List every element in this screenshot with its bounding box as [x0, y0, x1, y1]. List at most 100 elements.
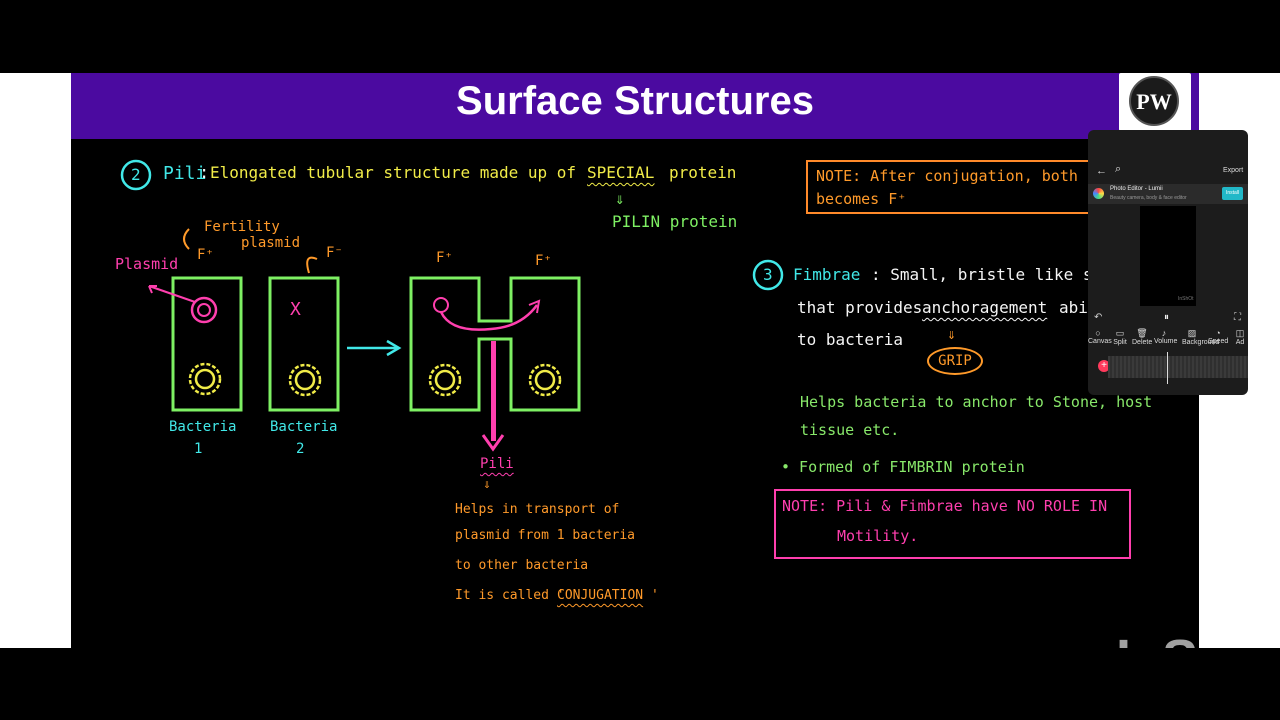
fertility-pointer [183, 228, 190, 250]
tool-volume[interactable]: ♪Volume [1154, 328, 1178, 345]
transfer-arrow-head [386, 339, 402, 357]
inshot-watermark: InShOt [1116, 628, 1199, 648]
ad-banner[interactable]: Photo Editor - Lumii Beauty camera, body… [1088, 184, 1248, 204]
pili-heading: Pili [163, 163, 207, 184]
conjugation-suffix: ' [651, 588, 659, 603]
install-button[interactable]: Install [1222, 187, 1243, 200]
note2-line-2: Motility. [837, 527, 919, 545]
fimbrae-line-2-term: anchoragement [922, 298, 1048, 317]
pili-pointer-head [481, 434, 505, 452]
pili-down-arrow: ⇓ [615, 189, 625, 208]
search-icon[interactable]: ⌕ [1115, 163, 1122, 175]
video-editor-overlay[interactable]: ← ⌕ Export Photo Editor - Lumii Beauty c… [1088, 130, 1248, 395]
note-no-motility: NOTE: Pili & Fimbrae have NO ROLE IN Mot… [774, 489, 1131, 559]
plasmid-strand [439, 304, 539, 331]
undo-icon[interactable]: ↶ [1094, 312, 1103, 323]
preview-watermark: InShOt [1178, 296, 1194, 302]
conjugation-term: CONJUGATION [557, 588, 644, 603]
timeline-track[interactable] [1108, 356, 1248, 378]
fimbrae-line-2-suffix: abi [1059, 298, 1088, 317]
tool-background[interactable]: ▨Background [1182, 328, 1220, 346]
export-button[interactable]: Export [1223, 167, 1244, 174]
plasmid-label: Plasmid [115, 255, 179, 273]
pause-icon[interactable]: ⏸ [1164, 312, 1169, 323]
pili-definition: Elongated tubular structure made up of [210, 163, 577, 182]
delete-icon: 🗑 [1136, 328, 1148, 338]
nucleoids [188, 362, 562, 397]
fimbrae-number-circle [752, 259, 784, 291]
pili-label-arrow: ⇓ [483, 477, 491, 492]
nucleoid-1 [188, 362, 222, 396]
note2-line-1: NOTE: Pili & Fimbrae have NO ROLE IN [782, 497, 1108, 515]
ad-icon: ◫ [1235, 328, 1245, 338]
conjugating-bacteria-box [409, 276, 581, 412]
fimbrin-bullet: • Formed of FIMBRIN protein [781, 458, 1025, 476]
pili-protein: protein [669, 163, 737, 182]
pili-number: 2 [131, 165, 141, 184]
plasmid-pointer [148, 285, 196, 303]
tool-volume-label: Volume [1154, 338, 1178, 345]
nucleoid-4 [528, 363, 562, 397]
bacteria-1-number: 1 [194, 441, 203, 457]
pillarbox-left [0, 73, 71, 648]
timeline-playhead[interactable] [1167, 352, 1168, 384]
pili-special: SPECIAL [587, 163, 655, 182]
bacteria-1-label: Bacteria [169, 419, 237, 435]
tool-split-label: Split [1113, 339, 1127, 346]
tool-delete-label: Delete [1132, 339, 1153, 346]
no-plasmid-mark: X [290, 299, 301, 320]
add-clip-icon[interactable]: + [1098, 360, 1110, 372]
tool-ad[interactable]: ◫Ad [1230, 328, 1248, 346]
f-minus-pointer [306, 256, 318, 274]
pili-diagram [120, 159, 784, 452]
plasmid-pointer-head [148, 285, 157, 294]
grip-arrow: ⇓ [947, 325, 957, 343]
f-plus-right-label: F⁺ [535, 253, 552, 269]
pili-colon: : [199, 163, 210, 183]
bacteria-2-number: 2 [296, 441, 305, 457]
tool-split[interactable]: ▭Split [1110, 328, 1130, 346]
tool-ad-label: Ad [1235, 339, 1245, 346]
nucleoid-3-core [434, 369, 456, 391]
fullscreen-icon[interactable]: ⛶ [1234, 312, 1241, 323]
bacteria-1-box [171, 276, 243, 412]
pw-logo-ring: PW [1129, 76, 1179, 126]
tool-speed[interactable]: ◔Speed [1208, 328, 1228, 345]
tool-delete[interactable]: 🗑Delete [1132, 328, 1152, 346]
tool-speed-label: Speed [1208, 338, 1229, 345]
note1-line-2: becomes F⁺ [816, 190, 907, 208]
fimbrae-line-2-prefix: that provides [797, 298, 923, 317]
f-minus-label: F⁻ [326, 245, 343, 261]
ad-subtitle: Beauty camera, body & face editor [1110, 195, 1187, 201]
grip-label: GRIP [927, 347, 983, 375]
fimbrae-heading: Fimbrae [793, 265, 861, 284]
transferring-plasmid [433, 297, 449, 313]
video-preview[interactable]: InShOt [1140, 206, 1196, 306]
ad-title: Photo Editor - Lumii [1110, 186, 1163, 192]
fertility-label-2: plasmid [241, 235, 301, 251]
fimbrae-line-3: to bacteria [797, 330, 903, 349]
tool-canvas[interactable]: ○Canvas [1088, 328, 1112, 345]
bacteria-2-label: Bacteria [270, 419, 338, 435]
editor-toolbar: ○Canvas ▭Split 🗑Delete ♪Volume ▨Backgrou… [1088, 328, 1248, 352]
pili-label: Pili [480, 456, 514, 472]
lecture-slide: Surface Structures PW [71, 73, 1199, 648]
plasmid-ring-outer [190, 296, 218, 324]
note-after-conjugation: NOTE: After conjugation, both ba becomes… [806, 160, 1186, 214]
tool-background-label: Background [1182, 339, 1220, 346]
fimbrae-line-1: : Small, bristle like str [871, 265, 1112, 284]
editor-topbar: ← ⌕ Export [1088, 160, 1248, 184]
transport-line-1: Helps in transport of [455, 502, 620, 517]
volume-icon: ♪ [1161, 328, 1167, 338]
note1-line-1: NOTE: After conjugation, both ba [816, 167, 1105, 185]
title-band: Surface Structures [71, 73, 1199, 139]
slide-title: Surface Structures [456, 79, 814, 123]
letterbox-bottom [0, 648, 1280, 720]
f-plus-label: F⁺ [197, 247, 214, 263]
back-arrow-icon[interactable]: ← [1096, 165, 1107, 177]
speed-icon: ◔ [1215, 328, 1221, 338]
f-plus-left-label: F⁺ [436, 250, 453, 266]
fimbrae-helps-1: Helps bacteria to anchor to Stone, host [800, 393, 1153, 411]
canvas-icon: ○ [1095, 328, 1101, 338]
app-logo-icon [1093, 188, 1104, 199]
